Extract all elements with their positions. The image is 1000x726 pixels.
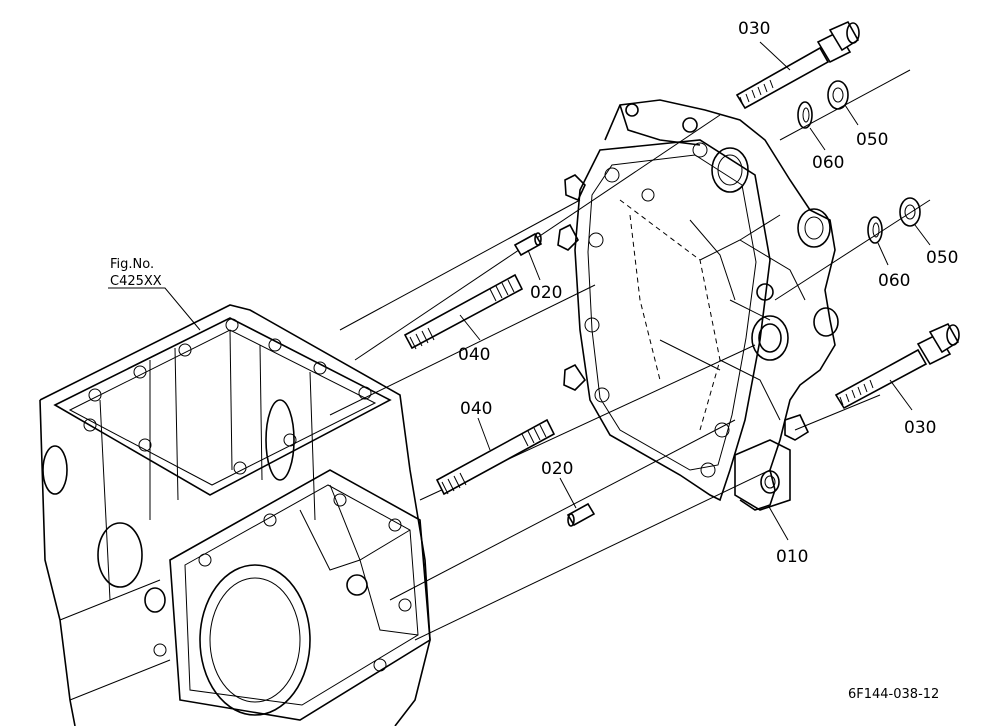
callout-030-top: 030 [738, 19, 770, 39]
leader-lines [108, 41, 931, 541]
callout-040-top: 040 [458, 345, 490, 365]
callout-030-bottom: 030 [904, 418, 936, 438]
callout-060-bottom: 060 [878, 271, 910, 291]
pin-020-top [513, 232, 543, 257]
nut-050-top [827, 80, 849, 110]
callout-020-bottom: 020 [541, 459, 573, 479]
pin-020-bottom [566, 502, 596, 527]
stud-040-bottom [435, 418, 556, 496]
callout-040-bottom: 040 [460, 399, 492, 419]
figure-ref-line2: C425XX [110, 274, 162, 289]
callout-060-top: 060 [812, 153, 844, 173]
washer-060-bottom [867, 216, 883, 244]
figure-ref-line1: Fig.No. [110, 257, 154, 272]
drawing-code: 6F144-038-12 [848, 687, 939, 702]
transmission-case-drawing [39, 304, 431, 726]
bolt-030-top [735, 20, 860, 110]
stud-040-top [403, 273, 524, 350]
callout-050-top: 050 [856, 130, 888, 150]
callout-020-top: 020 [530, 283, 562, 303]
callout-labels: 030 050 060 060 050 020 040 040 020 030 … [458, 19, 958, 567]
callout-050-bottom: 050 [926, 248, 958, 268]
washer-060-top [797, 101, 813, 129]
callout-010: 010 [776, 547, 808, 567]
figure-reference: Fig.No. C425XX [110, 257, 162, 289]
transmission-cover-drawing [557, 99, 839, 511]
nut-050-bottom [899, 197, 921, 227]
bolt-030-bottom [834, 322, 960, 410]
